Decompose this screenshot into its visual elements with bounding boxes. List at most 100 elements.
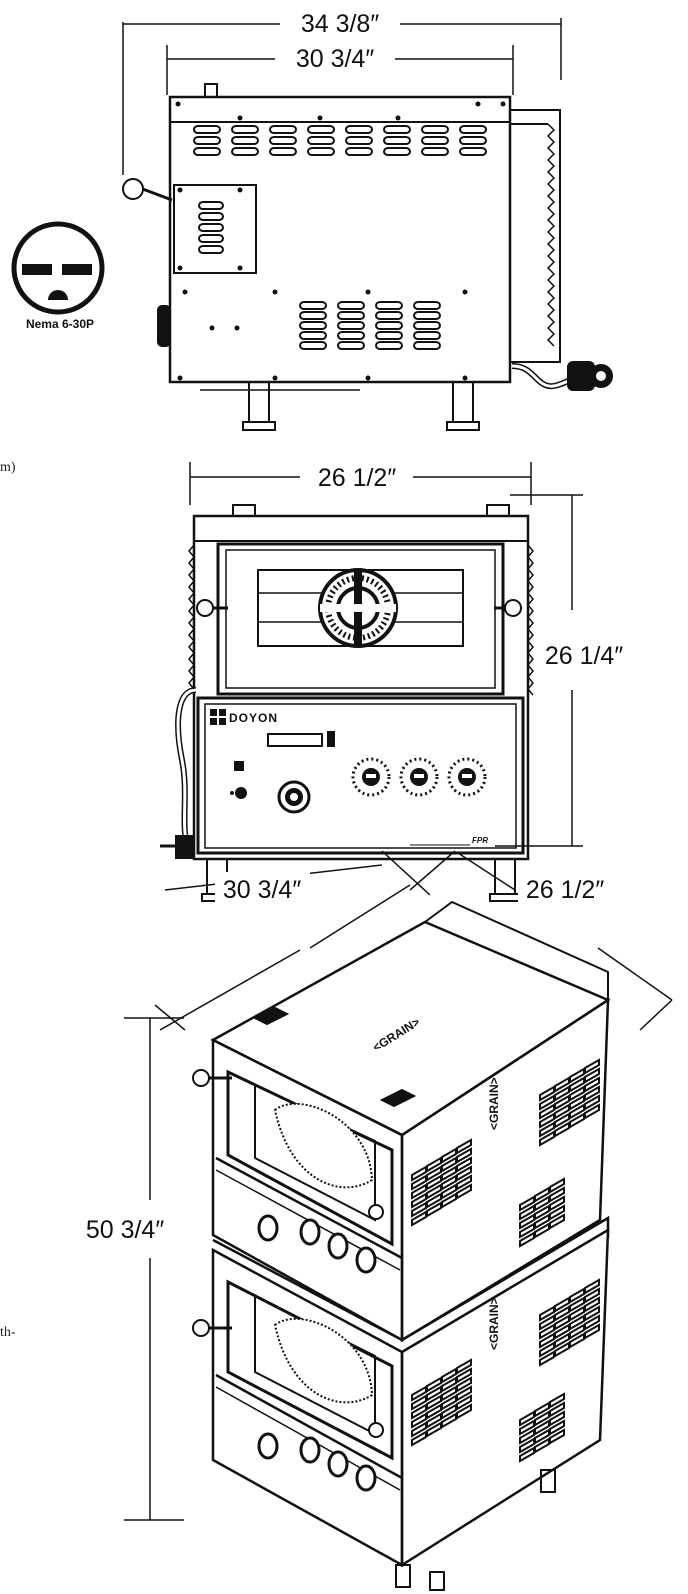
vent-slot	[584, 1305, 600, 1322]
vent-slot	[413, 321, 441, 330]
dim-iso-depth: 30 3/4″	[223, 876, 302, 904]
iso-side-louvers	[411, 1058, 600, 1463]
vent-slot	[456, 1138, 472, 1155]
vent-slot	[584, 1323, 600, 1340]
vent-slot	[269, 125, 297, 134]
vent-slot	[231, 147, 259, 156]
vent-slot	[456, 1385, 472, 1402]
dim-body-width: 30 3/4″	[296, 45, 375, 73]
vent-slot	[198, 212, 224, 221]
vent-slot	[549, 1195, 565, 1212]
vent-slot	[459, 147, 487, 156]
vent-slot	[584, 1296, 600, 1313]
vent-slot	[456, 1394, 472, 1411]
grain-emboss-top: <GRAIN>	[370, 1015, 422, 1055]
vent-slot	[307, 147, 335, 156]
power-switch-icon	[230, 761, 247, 799]
vent-slot	[307, 136, 335, 145]
vent-slot	[584, 1085, 600, 1102]
grain-emboss-side: <GRAIN>	[487, 1077, 501, 1130]
vent-slot	[549, 1392, 565, 1409]
knob-dial	[299, 1218, 321, 1246]
knob-dial	[327, 1450, 349, 1478]
vent-slot	[459, 125, 487, 134]
vent-slot	[456, 1358, 472, 1375]
vent-slot	[198, 223, 224, 232]
dim-front-width: 26 1/2″	[318, 464, 397, 492]
vent-slot	[413, 341, 441, 350]
vent-slot	[231, 136, 259, 145]
vent-slot	[549, 1428, 565, 1445]
vent-slot	[375, 321, 403, 330]
vent-slot	[345, 125, 373, 134]
vent-slot	[549, 1410, 565, 1427]
vent-slot	[198, 245, 224, 254]
vent-slot	[456, 1183, 472, 1200]
dim-overall-width: 34 3/8″	[301, 10, 380, 38]
side-louvers-bottom	[299, 301, 441, 350]
side-panel-louvers	[198, 201, 224, 254]
vent-slot	[456, 1376, 472, 1393]
knob-dial	[299, 1436, 321, 1464]
vent-slot	[299, 301, 327, 310]
vent-slot	[584, 1076, 600, 1093]
brand-name: DOYON	[229, 711, 278, 725]
vent-slot	[549, 1401, 565, 1418]
side-view-screws	[175, 101, 506, 381]
model-label: FPR	[472, 836, 488, 845]
vent-slot	[375, 311, 403, 320]
vent-slot	[459, 136, 487, 145]
vent-slot	[299, 311, 327, 320]
vent-slot	[193, 125, 221, 134]
vent-slot	[584, 1094, 600, 1111]
vent-slot	[198, 234, 224, 243]
vent-slot	[299, 331, 327, 340]
knob-indicator	[462, 774, 472, 778]
vent-slot	[307, 125, 335, 134]
vent-slot	[584, 1278, 600, 1295]
dim-front-height: 26 1/4″	[545, 642, 624, 670]
knob-indicator	[366, 774, 376, 778]
vent-slot	[337, 301, 365, 310]
vent-slot	[456, 1156, 472, 1173]
vent-slot	[584, 1058, 600, 1075]
vent-slot	[413, 311, 441, 320]
control-knobs	[351, 757, 487, 797]
vent-slot	[337, 311, 365, 320]
vent-slot	[421, 125, 449, 134]
side-louvers-top	[193, 125, 487, 156]
vent-slot	[456, 1147, 472, 1164]
vent-slot	[421, 136, 449, 145]
vent-slot	[383, 147, 411, 156]
vent-slot	[345, 136, 373, 145]
vent-slot	[584, 1314, 600, 1331]
knob-indicator	[414, 774, 424, 778]
vent-slot	[413, 331, 441, 340]
knob-dial	[355, 1246, 377, 1274]
vent-slot	[383, 125, 411, 134]
margin-text-fragment: th-	[0, 1325, 16, 1340]
vent-slot	[337, 331, 365, 340]
pizza-stone-icon	[273, 1102, 374, 1404]
plug-label: Nema 6-30P	[26, 317, 94, 331]
vent-slot	[193, 136, 221, 145]
vent-slot	[456, 1174, 472, 1191]
convection-fan-icon	[318, 568, 398, 648]
knob-dial	[257, 1214, 279, 1242]
stack-top-grips	[252, 1006, 417, 1108]
vent-slot	[549, 1213, 565, 1230]
vent-slot	[383, 136, 411, 145]
vent-slot	[456, 1165, 472, 1182]
dim-iso-width: 26 1/2″	[526, 876, 605, 904]
vent-slot	[345, 147, 373, 156]
front-view	[160, 462, 583, 902]
vent-slot	[549, 1204, 565, 1221]
dim-stack-height: 50 3/4″	[86, 1216, 165, 1244]
vent-slot	[456, 1403, 472, 1420]
knob-dial	[327, 1232, 349, 1260]
vent-slot	[421, 147, 449, 156]
vent-slot	[549, 1186, 565, 1203]
vent-slot	[337, 341, 365, 350]
vent-slot	[375, 301, 403, 310]
